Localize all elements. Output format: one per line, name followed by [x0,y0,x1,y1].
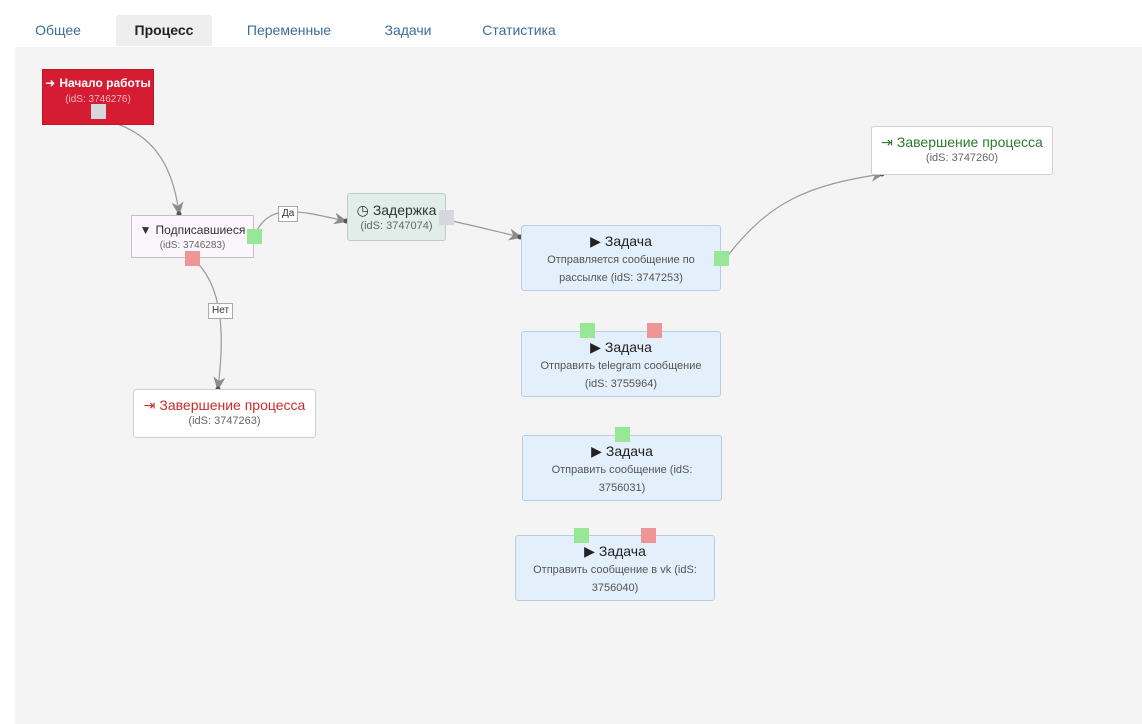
port-task-1-out[interactable] [714,251,729,266]
node-task-3[interactable]: ▶Задача Отправить сообщение (idS: 375603… [522,435,722,501]
port-start-out[interactable] [91,104,106,119]
port-task-4-no[interactable] [641,528,656,543]
node-task-4-desc: Отправить сообщение в vk (idS: 3756040) [533,564,697,594]
node-end-fail-title: Завершение процесса [159,397,306,413]
node-task-2-title: Задача [604,339,652,355]
node-delay-title: Задержка [372,202,437,218]
node-filter-title: Подписавшиеся [155,223,246,237]
edge-label-yes: Да [278,206,299,222]
tab-bar: Общее Процесс Переменные Задачи Статисти… [15,15,1142,47]
node-delay-ids: (idS: 3747074) [360,220,433,232]
play-icon: ▶ [590,339,601,355]
node-task-1-title: Задача [604,233,652,249]
tab-tasks[interactable]: Задачи [384,22,432,38]
node-task-1-desc: Отправляется сообщение по рассылке (idS:… [547,254,695,284]
play-icon: ▶ [584,543,595,559]
tab-variables[interactable]: Переменные [246,22,332,38]
node-end-fail[interactable]: ⇥Завершение процесса (idS: 3747263) [133,389,316,438]
node-end-fail-ids: (idS: 3747263) [188,415,261,427]
port-filter-yes[interactable] [247,229,262,244]
node-task-3-desc: Отправить сообщение (idS: 3756031) [551,464,693,494]
node-end-success-ids: (idS: 3747260) [925,152,999,164]
tab-general[interactable]: Общее [35,22,81,38]
node-task-3-title: Задача [605,443,653,459]
node-end-success-title: Завершение процесса [896,134,1043,150]
edge-label-no: Нет [208,303,234,319]
node-delay[interactable]: ◷Задержка (idS: 3747074) [347,193,446,241]
node-task-4[interactable]: ▶Задача Отправить сообщение в vk (idS: 3… [515,535,715,601]
filter-icon: ▼ [139,223,152,237]
port-task-2-yes[interactable] [580,323,595,338]
node-start-ids: (idS: 3746276) [65,94,131,105]
node-task-1[interactable]: ▶Задача Отправляется сообщение по рассыл… [521,225,721,291]
port-delay-out[interactable] [439,210,454,225]
sign-in-icon: ➜ [45,76,56,90]
node-start-title: Начало работы [59,76,151,90]
node-task-2[interactable]: ▶Задача Отправить telegram сообщение (id… [521,331,721,397]
node-filter-ids: (idS: 3746283) [159,240,226,251]
port-task-2-no[interactable] [647,323,662,338]
port-task-4-yes[interactable] [574,528,589,543]
node-filter[interactable]: ▼Подписавшиеся (idS: 3746283) [131,215,254,258]
sign-out-icon: ⇥ [143,397,156,413]
sign-out-icon: ⇥ [881,134,893,150]
port-filter-no[interactable] [185,251,200,266]
play-icon: ▶ [591,443,602,459]
node-task-2-desc: Отправить telegram сообщение (idS: 37559… [540,360,702,390]
node-end-success[interactable]: ⇥Завершение процесса (idS: 3747260) [871,126,1053,175]
play-icon: ▶ [590,233,601,249]
tab-statistics[interactable]: Статистика [482,22,556,38]
port-task-3-out[interactable] [615,427,630,442]
tab-process[interactable]: Процесс [116,15,212,46]
node-task-4-title: Задача [598,543,646,559]
clock-icon: ◷ [356,202,369,218]
